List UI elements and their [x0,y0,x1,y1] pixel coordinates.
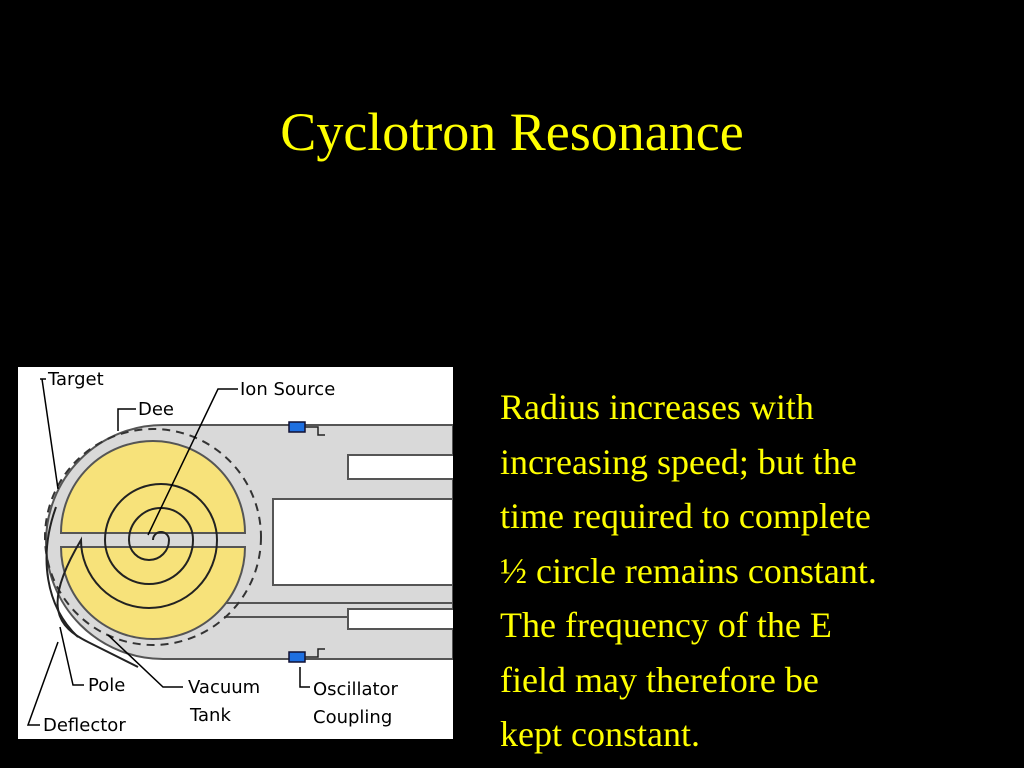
cyclotron-diagram: Target Dee Ion Source Pole Vacuum Tank O… [18,367,453,739]
label-coupling: Coupling [313,707,392,728]
label-tank: Tank [189,705,231,726]
oscillator-block [288,651,306,663]
body-line: field may therefore be [500,659,819,700]
body-line: time required to complete [500,496,871,536]
body-line: kept constant. [500,714,700,754]
inner-chamber [272,498,453,586]
label-vacuum: Vacuum [188,677,260,698]
cyclotron-diagram-svg: Target Dee Ion Source Pole Vacuum Tank O… [26,369,453,736]
label-dee: Dee [138,399,174,420]
ion-spiral-path [56,483,219,668]
body-line: ½ circle remains constant. [500,550,877,591]
body-line: Radius increases with [500,387,814,427]
label-target: Target [47,369,104,390]
slide-title: Cyclotron Resonance [280,102,744,162]
ion-source-block [288,421,306,433]
vacuum-boundary [44,428,262,646]
body-line: increasing speed; but the [500,441,857,482]
label-deflector: Deflector [43,715,126,736]
label-ion-source: Ion Source [240,379,335,400]
label-pole: Pole [88,675,125,696]
dee-bottom [59,546,247,640]
body-text: Radius increases with increasing speed; … [500,380,1000,762]
body-line: The frequency of the E [500,605,832,645]
label-oscillator: Oscillator [313,679,399,700]
deflector-curve [45,506,79,638]
dee-top [59,440,247,534]
